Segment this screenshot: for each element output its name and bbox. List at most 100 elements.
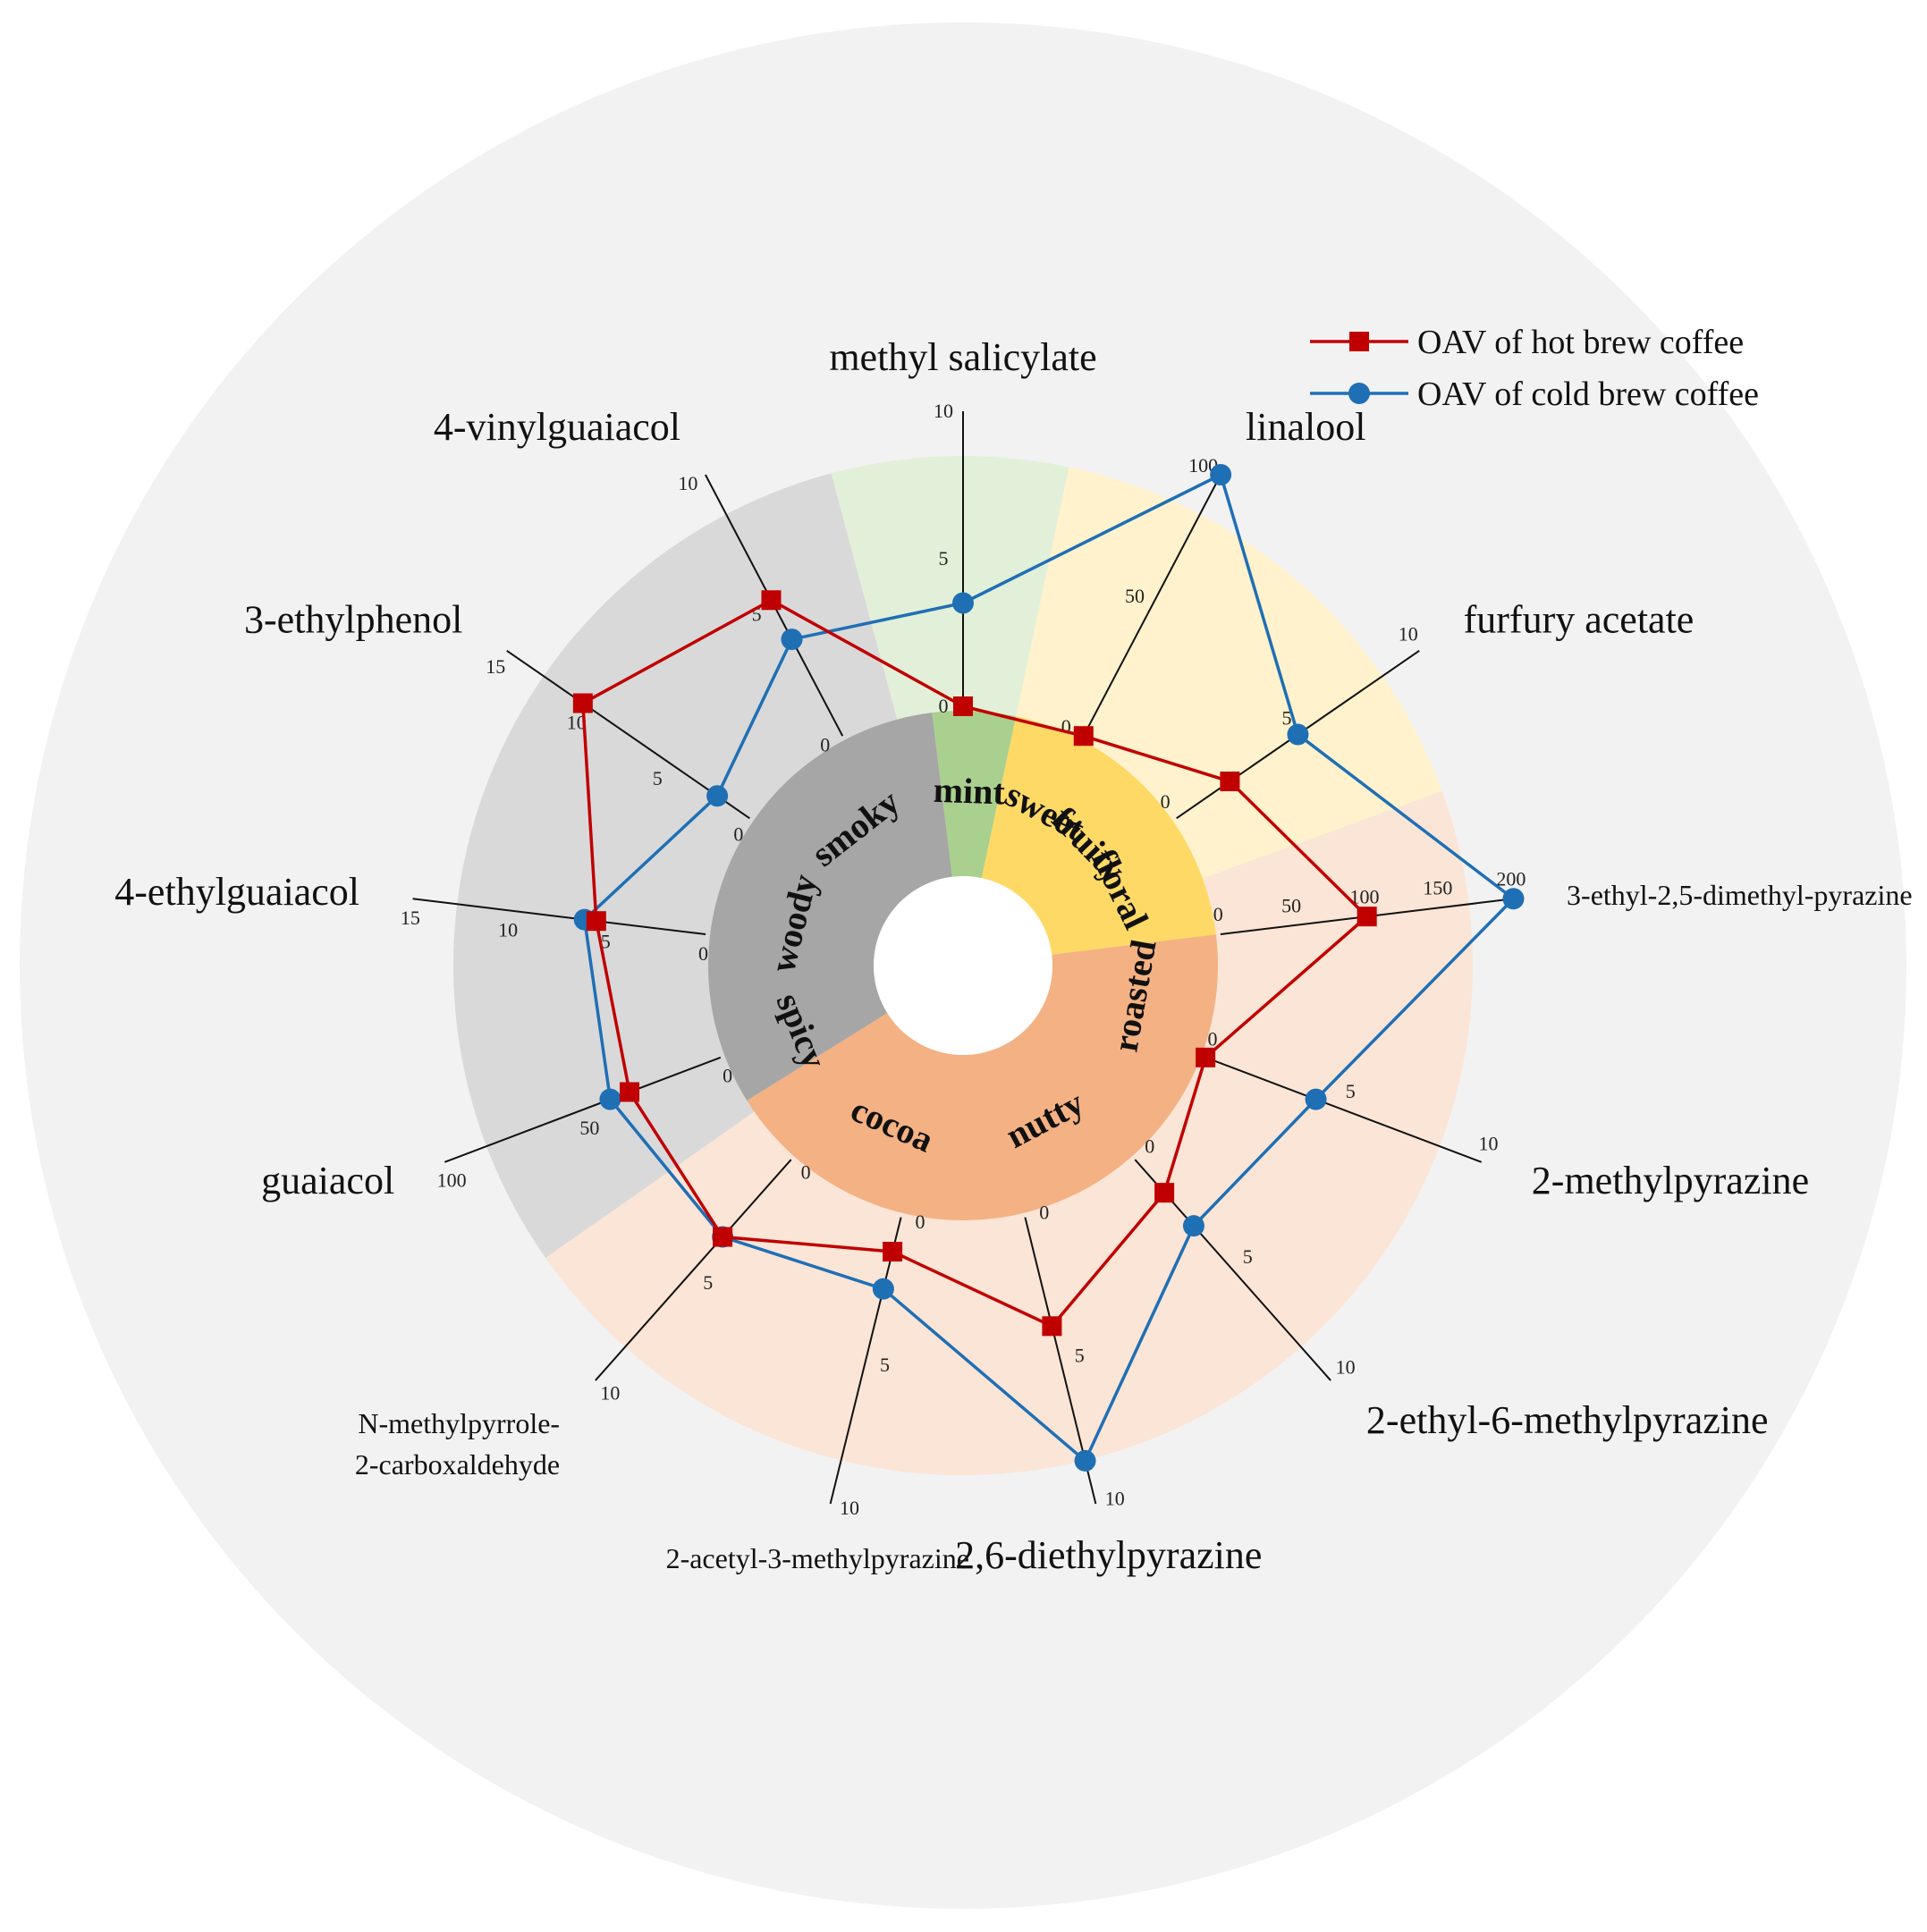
- point-cold-2-acetyl-3-methylpyrazine: [872, 1278, 894, 1300]
- tick-label-2-methylpyrazine-5: 5: [1346, 1080, 1356, 1102]
- legend-marker-oav-of-cold-brew-coffee: [1348, 383, 1370, 404]
- mint-ring: [932, 710, 1017, 879]
- tick-label-4-ethylguaiacol-15: 15: [401, 907, 420, 929]
- point-cold-methyl-salicylate: [952, 592, 974, 614]
- point-hot-linalool: [1073, 726, 1094, 747]
- point-hot-2-ethyl-6-methylpyrazine: [1154, 1183, 1175, 1203]
- axis-label-2-acetyl-3-methylpyrazine: 2-acetyl-3-methylpyrazine: [666, 1542, 969, 1574]
- axis-label-4-ethylguaiacol: 4-ethylguaiacol: [114, 870, 359, 914]
- point-hot-3-ethylphenol: [572, 693, 593, 713]
- series-line-oav-of-hot-brew-coffee: [581, 598, 1370, 1329]
- legend-marker-oav-of-hot-brew-coffee: [1349, 332, 1369, 351]
- tick-label-methyl-salicylate-5: 5: [939, 547, 949, 569]
- tick-label-3-ethylphenol-0: 0: [733, 823, 743, 845]
- point-cold-2-ethyl-6-methylpyrazine: [1182, 1215, 1204, 1237]
- roasted-ring: [747, 934, 1218, 1220]
- tick-label-2-acetyl-3-methylpyrazine-10: 10: [840, 1497, 859, 1519]
- center-hole: [874, 876, 1052, 1055]
- axis-label-furfury-acetate: furfury acetate: [1464, 598, 1695, 642]
- point-hot-furfury-acetate: [1220, 772, 1240, 792]
- axis-label-linalool: linalool: [1246, 405, 1365, 449]
- axis-label-2-6-diethylpyrazine: 2,6-diethylpyrazine: [955, 1533, 1262, 1577]
- tick-label-n-methylpyrrole-2-carboxaldehyde-0: 0: [801, 1161, 811, 1184]
- tick-label-linalool-50: 50: [1125, 585, 1145, 607]
- tick-label-guaiacol-100: 100: [437, 1168, 467, 1191]
- point-cold-2-6-diethylpyrazine: [1074, 1449, 1096, 1472]
- category-ring: [707, 710, 1218, 1220]
- tick-label-2-6-diethylpyrazine-0: 0: [1039, 1201, 1049, 1223]
- axis-label-2-methylpyrazine: 2-methylpyrazine: [1532, 1159, 1809, 1202]
- tick-label-2-acetyl-3-methylpyrazine-5: 5: [880, 1354, 890, 1376]
- axis-label-3-ethylphenol: 3-ethylphenol: [244, 598, 462, 642]
- axis-line-2-methylpyrazine: [1204, 1056, 1483, 1163]
- axis-line-linalool: [1082, 474, 1222, 737]
- tick-label-4-vinylguaiacol-5: 5: [752, 603, 762, 625]
- point-cold-3-ethyl-2-5-dimethyl-pyrazine: [1502, 888, 1525, 910]
- tick-label-2-6-diethylpyrazine-10: 10: [1105, 1488, 1125, 1510]
- tick-label-methyl-salicylate-0: 0: [939, 695, 949, 717]
- point-hot-methyl-salicylate: [953, 696, 973, 716]
- tick-label-methyl-salicylate-10: 10: [934, 400, 953, 422]
- axis-line-4-ethylguaiacol: [412, 898, 706, 936]
- category-label-mint: mint: [933, 770, 1006, 813]
- axis-label-3-ethyl-2-5-dimethyl-pyrazine: 3-ethyl-2,5-dimethyl-pyrazine: [1567, 879, 1913, 911]
- series-line-oav-of-cold-brew-coffee: [582, 472, 1517, 1464]
- tick-label-2-methylpyrazine-10: 10: [1479, 1132, 1499, 1154]
- point-hot-guaiacol: [620, 1082, 640, 1102]
- tick-label-2-ethyl-6-methylpyrazine-0: 0: [1145, 1135, 1154, 1157]
- tick-label-furfury-acetate-0: 0: [1161, 790, 1171, 813]
- tick-label-furfury-acetate-5: 5: [1281, 706, 1291, 729]
- tick-label-4-vinylguaiacol-10: 10: [678, 472, 697, 494]
- series: [572, 464, 1525, 1472]
- point-hot-n-methylpyrrole-2-carboxaldehyde: [713, 1227, 733, 1247]
- tick-label-3-ethyl-2-5-dimethyl-pyrazine-50: 50: [1281, 894, 1301, 916]
- tick-label-2-methylpyrazine-0: 0: [1207, 1027, 1217, 1050]
- tick-label-3-ethylphenol-15: 15: [486, 655, 505, 678]
- axis-label-methyl-salicylate: methyl salicylate: [829, 335, 1096, 379]
- legend-label-oav-of-cold-brew-coffee: OAV of cold brew coffee: [1417, 375, 1759, 413]
- tick-label-furfury-acetate-10: 10: [1399, 623, 1418, 645]
- tick-label-3-ethylphenol-10: 10: [567, 711, 587, 733]
- mint-band: [831, 456, 1069, 966]
- point-hot-2-acetyl-3-methylpyrazine: [883, 1242, 903, 1262]
- tick-label-linalool-0: 0: [1061, 715, 1071, 738]
- point-cold-linalool: [1210, 464, 1232, 486]
- point-cold-3-ethylphenol: [706, 785, 729, 807]
- tick-label-4-vinylguaiacol-0: 0: [820, 733, 830, 755]
- tick-label-3-ethyl-2-5-dimethyl-pyrazine-0: 0: [1213, 903, 1223, 925]
- tick-label-n-methylpyrrole-2-carboxaldehyde-10: 10: [600, 1382, 620, 1405]
- tick-label-n-methylpyrrole-2-carboxaldehyde-5: 5: [703, 1271, 713, 1294]
- tick-label-3-ethyl-2-5-dimethyl-pyrazine-200: 200: [1496, 867, 1526, 890]
- axis-label-4-vinylguaiacol: 4-vinylguaiacol: [434, 405, 680, 449]
- axis-line-2-acetyl-3-methylpyrazine: [829, 1217, 902, 1505]
- axis-line-n-methylpyrrole-2-carboxaldehyde: [595, 1159, 792, 1381]
- tick-label-4-ethylguaiacol-5: 5: [601, 931, 611, 953]
- axis-label-2-ethyl-6-methylpyrazine: 2-ethyl-6-methylpyrazine: [1366, 1398, 1769, 1442]
- point-cold-guaiacol: [599, 1088, 621, 1110]
- tick-label-2-ethyl-6-methylpyrazine-10: 10: [1336, 1355, 1356, 1378]
- axis-line-guaiacol: [444, 1056, 722, 1163]
- tick-label-guaiacol-50: 50: [579, 1117, 599, 1139]
- tick-label-3-ethyl-2-5-dimethyl-pyrazine-150: 150: [1423, 876, 1452, 899]
- axis-label-n-methylpyrrole-2-carboxaldehyde: N-methylpyrrole-2-carboxaldehyde: [355, 1407, 560, 1481]
- tick-label-3-ethylphenol-5: 5: [653, 767, 663, 789]
- sweet-ring: [981, 716, 1216, 955]
- tick-label-guaiacol-0: 0: [723, 1064, 732, 1086]
- smoky-band: [452, 473, 963, 1258]
- point-hot-4-ethylguaiacol: [586, 911, 606, 932]
- tick-label-2-ethyl-6-methylpyrazine-5: 5: [1243, 1245, 1253, 1268]
- point-cold-2-methylpyrazine: [1305, 1088, 1327, 1110]
- point-cold-furfury-acetate: [1287, 723, 1309, 746]
- legend-label-oav-of-hot-brew-coffee: OAV of hot brew coffee: [1417, 324, 1744, 361]
- tick-label-4-ethylguaiacol-10: 10: [498, 918, 518, 941]
- point-hot-2-6-diethylpyrazine: [1042, 1316, 1062, 1337]
- point-hot-2-methylpyrazine: [1196, 1047, 1216, 1067]
- tick-label-4-ethylguaiacol-0: 0: [698, 942, 708, 965]
- point-cold-4-vinylguaiacol: [781, 629, 803, 651]
- point-hot-4-vinylguaiacol: [761, 590, 782, 611]
- tick-label-2-acetyl-3-methylpyrazine-0: 0: [915, 1211, 925, 1233]
- tick-label-2-6-diethylpyrazine-5: 5: [1075, 1345, 1085, 1367]
